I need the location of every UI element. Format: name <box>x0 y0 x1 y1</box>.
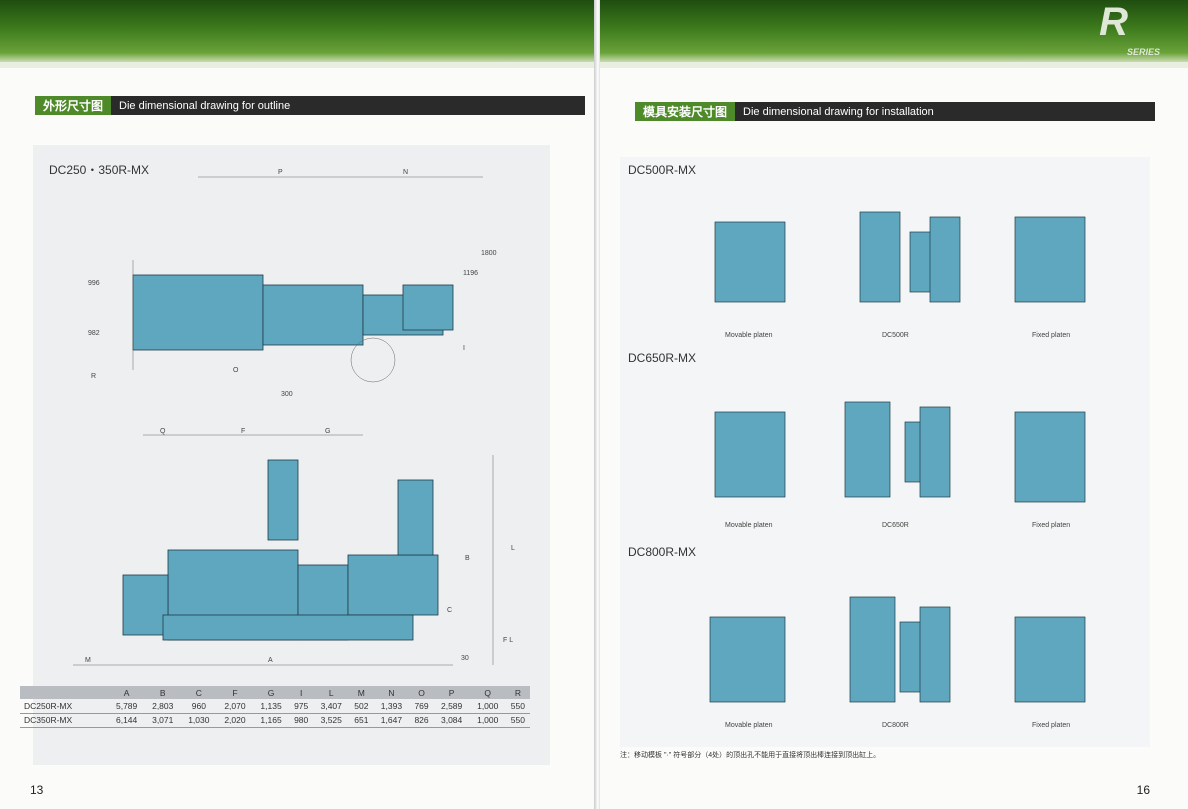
section-header-installation: 模具安装尺寸图 Die dimensional drawing for inst… <box>635 102 1155 121</box>
section-title-en: Die dimensional drawing for installation <box>743 105 934 118</box>
table-cell: 1,000 <box>469 699 506 714</box>
table-cell: DC350R-MX <box>20 713 109 728</box>
table-cell: 550 <box>505 699 530 714</box>
book-spine <box>594 0 602 809</box>
table-cell: 975 <box>289 699 314 714</box>
right-page: R SERIES 模具安装尺寸图 Die dimensional drawing… <box>600 0 1188 809</box>
dim-label: Q <box>160 428 166 435</box>
machine-label: DC500R <box>882 332 909 339</box>
dim-label: 982 <box>88 330 100 337</box>
model-title: DC250・350R-MX <box>49 163 150 177</box>
table-cell: O <box>409 686 434 699</box>
header-band <box>0 0 596 68</box>
table-cell: 769 <box>409 699 434 714</box>
dim-label: 30 <box>461 655 469 662</box>
dim-label: G <box>325 428 331 435</box>
table-cell: C <box>180 686 217 699</box>
table-cell: 2,070 <box>216 699 254 714</box>
table-cell: 651 <box>349 713 374 728</box>
table-cell: A <box>108 686 145 699</box>
dim-label: F <box>241 428 246 435</box>
series-logo: R <box>1099 0 1128 44</box>
fixed-platen-label: Fixed platen <box>1032 522 1071 529</box>
table-cell: 550 <box>505 713 530 728</box>
table-cell: R <box>505 686 530 699</box>
table-cell: 6,144 <box>108 713 145 728</box>
dim-label: L <box>511 545 515 552</box>
dim-label: A <box>268 657 273 664</box>
table-cell: 1,135 <box>253 699 290 714</box>
table-cell: 2,589 <box>433 699 470 714</box>
movable-platen-label: Movable platen <box>725 722 773 729</box>
series-logo-sub: SERIES <box>1126 47 1160 57</box>
table-cell: 2,803 <box>144 699 181 714</box>
section-title-cn: 模具安装尺寸图 <box>635 102 736 121</box>
table-cell: 3,084 <box>433 713 470 728</box>
note-text: 注：移动模板 "·" 符号部分（4处）的顶出孔不能用于直接将顶出棒连接到顶出缸上… <box>620 752 881 759</box>
fixed-platen-label: Fixed platen <box>1032 332 1071 339</box>
movable-platen-label: Movable platen <box>725 522 773 529</box>
table-cell: 502 <box>349 699 374 714</box>
table-cell: 1,393 <box>373 699 410 714</box>
table-cell: 1,000 <box>469 713 506 728</box>
table-cell: 1,165 <box>253 713 290 728</box>
dim-label: M <box>85 657 91 664</box>
platen-drawings <box>709 211 1086 703</box>
table-cell: P <box>433 686 470 699</box>
table-cell: 980 <box>289 713 314 728</box>
section-title-cn: 外形尺寸图 <box>35 96 112 115</box>
dim-label: I <box>463 345 465 352</box>
dim-label: 996 <box>88 280 100 287</box>
table-cell: 5,789 <box>108 699 145 714</box>
table-cell: 3,407 <box>313 699 350 714</box>
table-cell: I <box>289 686 314 699</box>
section-title-en: Die dimensional drawing for outline <box>119 99 291 112</box>
outline-drawing-panel: DC250・350R-MX P N 1800 1196 996 982 R O … <box>33 145 550 765</box>
table-cell: M <box>349 686 374 699</box>
movable-platen-label: Movable platen <box>725 332 773 339</box>
model-title: DC500R-MX <box>628 163 697 177</box>
table-cell: F <box>216 686 254 699</box>
table-cell: 826 <box>409 713 434 728</box>
dim-label: R <box>91 373 97 380</box>
dim-label: 1196 <box>463 270 479 277</box>
dim-label: C <box>447 607 453 614</box>
table-cell: 960 <box>180 699 217 714</box>
table-cell: DC250R-MX <box>20 699 109 714</box>
dim-label: 1800 <box>481 250 497 257</box>
page-number: 13 <box>30 783 44 797</box>
machine-drawing <box>73 176 494 666</box>
header-band: R SERIES <box>600 0 1188 68</box>
table-cell: B <box>144 686 181 699</box>
dim-label: P <box>278 169 283 176</box>
dim-label: N <box>403 169 409 176</box>
dim-label: B <box>465 555 470 562</box>
model-title: DC650R-MX <box>628 351 697 365</box>
table-cell: L <box>313 686 350 699</box>
table-cell: 1,647 <box>373 713 410 728</box>
table-cell: 1,030 <box>180 713 217 728</box>
table-cell: 3,525 <box>313 713 350 728</box>
section-header-outline: 外形尺寸图 Die dimensional drawing for outlin… <box>35 96 585 115</box>
table-cell: G <box>253 686 290 699</box>
fixed-platen-label: Fixed platen <box>1032 722 1071 729</box>
table-cell <box>20 686 109 699</box>
machine-label: DC800R <box>882 722 909 729</box>
table-cell: 3,071 <box>144 713 181 728</box>
dim-label: 300 <box>281 391 293 398</box>
dim-label: F L <box>503 637 514 644</box>
left-page: 外形尺寸图 Die dimensional drawing for outlin… <box>0 0 596 797</box>
table-cell: N <box>373 686 410 699</box>
dim-label: O <box>233 367 239 374</box>
table-cell: Q <box>469 686 506 699</box>
installation-drawing-panel: DC500R-MX Movable platen DC500R Fixed pl… <box>620 157 1150 747</box>
machine-label: DC650R <box>882 522 909 529</box>
page-number: 16 <box>1136 783 1150 797</box>
model-title: DC800R-MX <box>628 545 697 559</box>
table-cell: 2,020 <box>216 713 254 728</box>
